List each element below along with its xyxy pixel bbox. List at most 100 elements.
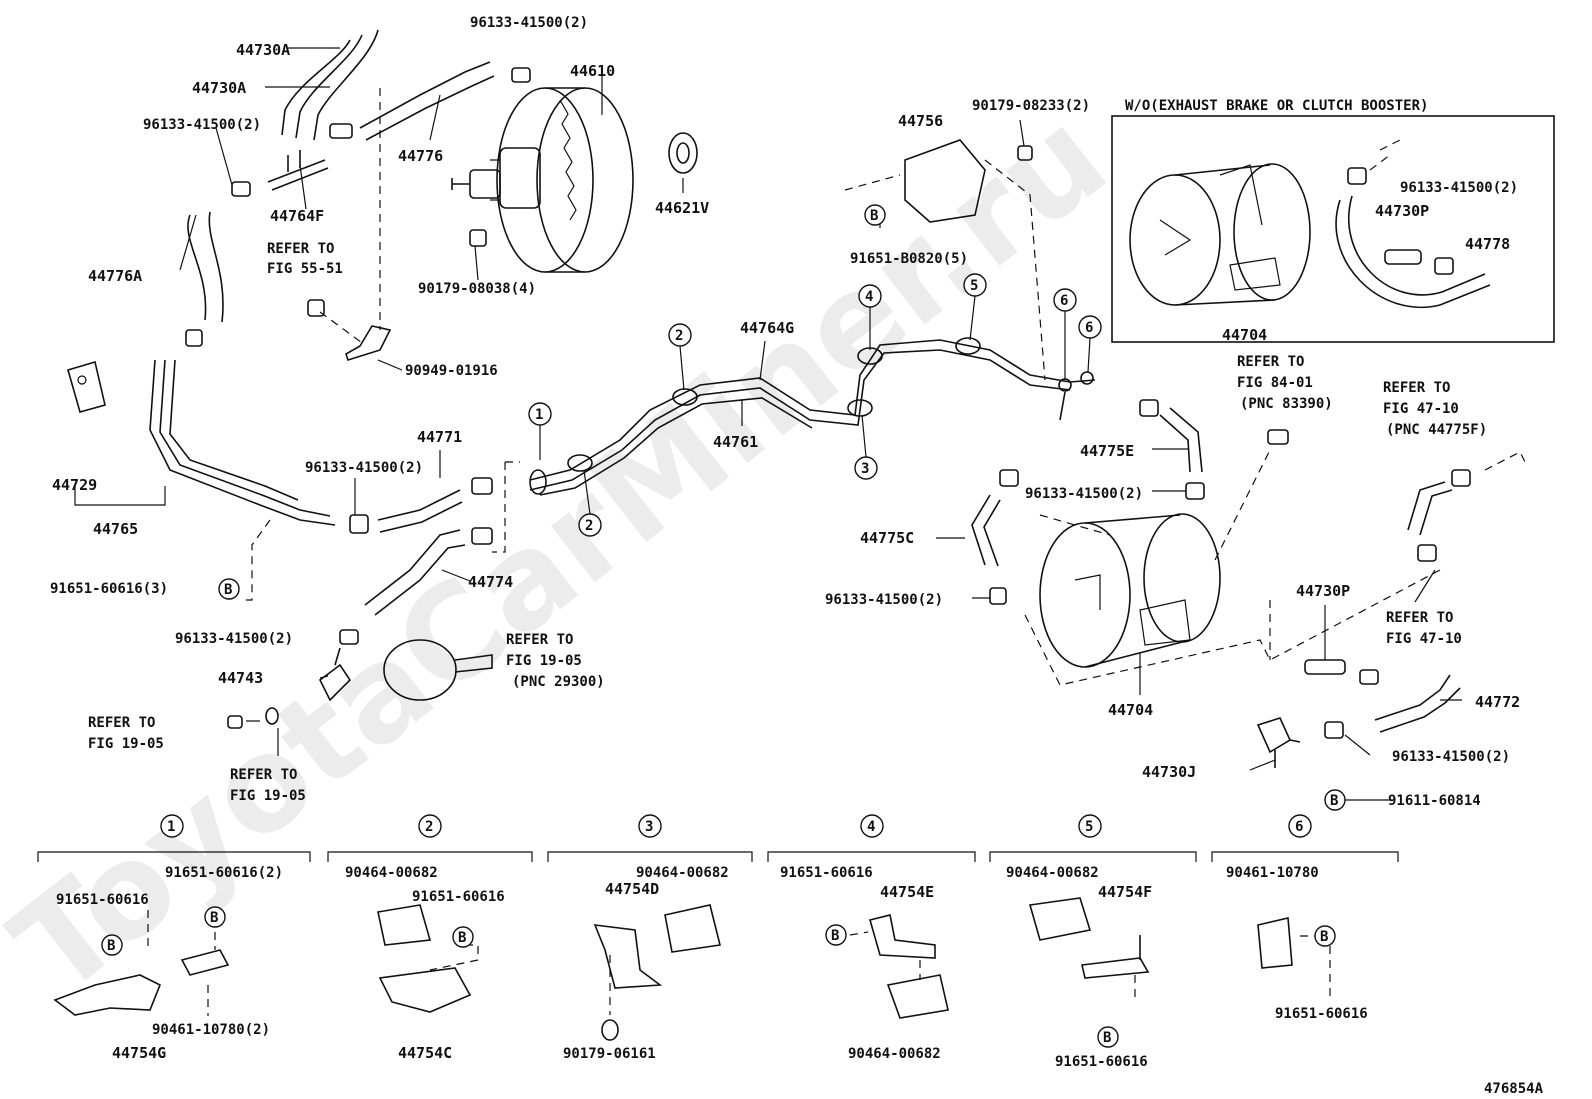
label-ref5551-a: REFER TO <box>267 241 334 257</box>
detail-3-part-b: 44754D <box>605 880 659 898</box>
hose-44776A <box>187 211 224 323</box>
detail-brackets <box>37 851 1399 862</box>
svg-text:2: 2 <box>585 518 593 534</box>
label-90949: 90949-01916 <box>405 363 498 379</box>
label-44776: 44776 <box>398 147 443 165</box>
bolt-badge-91611: B <box>1324 789 1346 811</box>
label-inset-title: W/O(EXHAUST BRAKE OR CLUTCH BOOSTER) <box>1125 98 1428 114</box>
label-96133-mid: 96133-41500(2) <box>305 460 423 476</box>
detail-5-bolt: B <box>1097 1026 1119 1048</box>
label-ref1905-c: (PNC 29300) <box>512 674 605 690</box>
bracket-44756 <box>904 139 1033 223</box>
label-91651-B0820: 91651-B0820(5) <box>850 251 968 267</box>
part-labels: 44730A 44730A 96133-41500(2) 44610 96133… <box>50 15 1544 1097</box>
label-44775E: 44775E <box>1080 442 1134 460</box>
callout-4: 4 <box>858 284 882 308</box>
detail-5-part-a: 90464-00682 <box>1006 865 1099 881</box>
label-44730A-1: 44730A <box>236 41 290 59</box>
detail-6: 6 90461-10780 91651-60616 B <box>1226 814 1368 1022</box>
label-inset-44778: 44778 <box>1465 235 1510 253</box>
label-44610: 44610 <box>570 62 615 80</box>
detail-6-bolt: B <box>1314 925 1336 947</box>
bolt-badge-b0820: B <box>864 204 886 226</box>
vacuum-tank-44704 <box>1039 513 1221 668</box>
label-inset-44730P: 44730P <box>1375 202 1429 220</box>
callout-leaders <box>539 295 1091 515</box>
label-ref1905-b: FIG 19-05 <box>506 653 582 669</box>
svg-text:6: 6 <box>1295 819 1303 835</box>
label-90179-08038: 90179-08038(4) <box>418 281 536 297</box>
label-ref5551-b: FIG 55-51 <box>267 261 343 277</box>
label-44730A-2: 44730A <box>192 79 246 97</box>
detail-3-part-a: 90464-00682 <box>636 865 729 881</box>
dashed-box-tank <box>1024 449 1441 686</box>
label-96133-low: 96133-41500(2) <box>175 631 293 647</box>
label-91611: 91611-60814 <box>1388 793 1481 809</box>
label-44765: 44765 <box>93 520 138 538</box>
detail-1-part-d: 44754G <box>112 1044 166 1062</box>
detail-1-part-c: 90461-10780(2) <box>152 1022 270 1038</box>
clips-upper-left <box>185 67 531 347</box>
label-44772: 44772 <box>1475 693 1520 711</box>
svg-text:B: B <box>107 938 115 954</box>
label-ref8401-a: REFER TO <box>1237 354 1304 370</box>
detail-2-part-a: 90464-00682 <box>345 865 438 881</box>
switch-83390-ref <box>1267 429 1289 445</box>
label-44729: 44729 <box>52 476 97 494</box>
check-valve-44743 <box>227 639 493 729</box>
label-ref8401-b: FIG 84-01 <box>1237 375 1313 391</box>
label-44761: 44761 <box>713 433 758 451</box>
callout-3: 3 <box>854 456 878 480</box>
svg-text:B: B <box>458 930 466 946</box>
hose-44775F-ref <box>1407 451 1526 562</box>
watermark: ToyotaCarMiner.ru <box>0 81 1134 1025</box>
hose-44776 <box>329 61 495 141</box>
label-figure-id: 476854A <box>1484 1081 1544 1097</box>
detail-5-part-c: 91651-60616 <box>1055 1054 1148 1070</box>
union-44730J <box>1256 717 1301 768</box>
svg-text:3: 3 <box>645 819 653 835</box>
callout-6b: 6 <box>1078 315 1102 339</box>
detail-1-part-b: 91651-60616 <box>56 892 149 908</box>
callout-2b: 2 <box>578 513 602 537</box>
svg-text:B: B <box>210 910 218 926</box>
svg-text:5: 5 <box>970 278 978 294</box>
svg-text:4: 4 <box>867 819 875 835</box>
label-ref1905L-b: FIG 19-05 <box>88 736 164 752</box>
detail-2-callout: 2 <box>418 814 442 838</box>
label-44730J: 44730J <box>1142 763 1196 781</box>
detail-4-bolt: B <box>825 924 847 946</box>
dashed-leader-91651-3 <box>240 519 271 601</box>
label-ref4710-a: REFER TO <box>1383 380 1450 396</box>
label-44776A: 44776A <box>88 267 142 285</box>
label-91651-60616-3: 91651-60616(3) <box>50 581 168 597</box>
detail-5-part-b: 44754F <box>1098 883 1152 901</box>
label-ref4710B-b: FIG 47-10 <box>1386 631 1462 647</box>
svg-text:B: B <box>1320 929 1328 945</box>
label-44730P: 44730P <box>1296 582 1350 600</box>
bolt-badge-60616-3: B <box>218 578 240 600</box>
label-inset-44704: 44704 <box>1222 326 1267 344</box>
svg-text:B: B <box>224 582 232 598</box>
label-ref1905L-a: REFER TO <box>88 715 155 731</box>
label-44743: 44743 <box>218 669 263 687</box>
detail-2-part-c: 44754C <box>398 1044 452 1062</box>
detail-3-callout: 3 <box>638 814 662 838</box>
detail-5: 5 90464-00682 44754F 91651-60616 B <box>1006 814 1152 1070</box>
bracket-90949 <box>307 299 392 361</box>
svg-text:2: 2 <box>675 328 683 344</box>
label-90179-08233: 90179-08233(2) <box>972 98 1090 114</box>
detail-5-callout: 5 <box>1078 814 1102 838</box>
label-44756: 44756 <box>898 112 943 130</box>
detail-4-part-c: 90464-00682 <box>848 1046 941 1062</box>
callouts: 1 2 2 3 4 5 6 6 <box>528 273 1102 537</box>
svg-text:4: 4 <box>865 289 873 305</box>
detail-1-part-a: 91651-60616(2) <box>165 865 283 881</box>
svg-text:1: 1 <box>535 407 543 423</box>
detail-2-part-b: 91651-60616 <box>412 889 505 905</box>
detail-1: 1 91651-60616(2) 91651-60616 90461-10780… <box>56 814 283 1062</box>
detail-1-bolt-a: B <box>204 906 226 928</box>
label-96133-r3: 96133-41500(2) <box>1392 749 1510 765</box>
detail-2-bolt: B <box>452 926 474 948</box>
